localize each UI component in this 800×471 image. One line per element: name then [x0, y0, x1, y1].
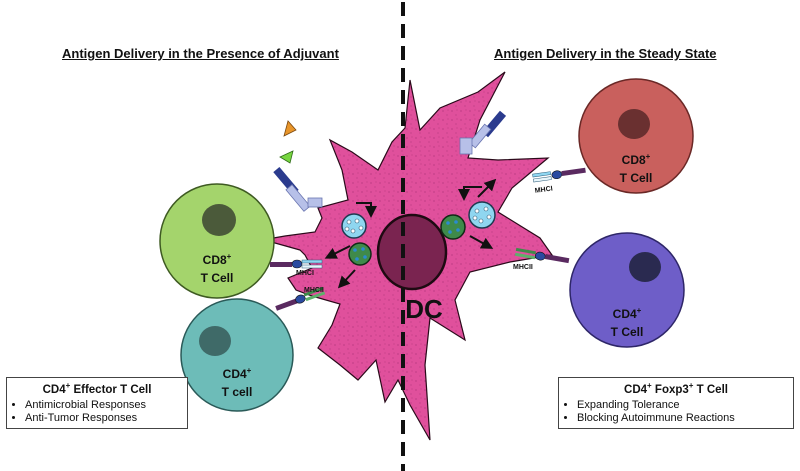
receptor-left [273, 166, 323, 212]
treg-summary-box: CD4+ Foxp3+ T Cell Expanding Tolerance B… [558, 377, 794, 429]
svg-text:T Cell: T Cell [620, 171, 653, 185]
vesicle-green-right [440, 214, 466, 240]
effector-item: Anti-Tumor Responses [25, 412, 181, 424]
vesicle-blue-right [468, 201, 496, 229]
cd4-t-cell-right: CD4+ T Cell [569, 232, 685, 348]
vesicle-green-left [348, 242, 372, 266]
mhcii-label-left: MHCII [304, 287, 324, 294]
arrow-to-mhci-right [477, 178, 497, 198]
svg-text:T cell: T cell [222, 385, 253, 399]
arrow-to-mhcii-left [337, 269, 356, 289]
treg-item: Blocking Autoimmune Reactions [577, 412, 787, 424]
svg-text:MHCI: MHCI [296, 270, 314, 277]
mhci-complex-left: MHCI [270, 259, 323, 277]
mhcii-complex-right [514, 247, 570, 264]
mhci-complex-right: MHCI [532, 167, 586, 195]
cd4-t-cell-left: CD4+ T cell [180, 298, 294, 412]
arrow-to-mhci-left [324, 245, 351, 259]
antigen-orange-triangle [283, 120, 297, 137]
svg-text:CD8+: CD8+ [622, 152, 651, 167]
dc-nucleus [376, 213, 448, 291]
arrow-uptake-right [458, 186, 482, 201]
heading-steady-state: Antigen Delivery in the Steady State [494, 46, 717, 61]
cd8-t-cell-right: CD8+ T Cell [578, 78, 694, 194]
arrow-uptake-left [356, 202, 377, 218]
effector-summary-box: CD4+ Effector T Cell Antimicrobial Respo… [6, 377, 188, 429]
antigen-green-triangle [279, 150, 294, 164]
vesicle-blue-left [341, 213, 367, 239]
svg-text:T Cell: T Cell [201, 271, 234, 285]
effector-box-title: CD4+ Effector T Cell [42, 381, 152, 396]
dc-label: DC [405, 294, 443, 324]
svg-text:CD4+: CD4+ [223, 366, 252, 381]
heading-adjuvant: Antigen Delivery in the Presence of Adju… [62, 46, 339, 61]
treg-box-title: CD4+ Foxp3+ T Cell [624, 381, 728, 396]
cd8-t-cell-left: CD8+ T Cell [159, 183, 275, 299]
svg-text:CD8+: CD8+ [203, 252, 232, 267]
receptor-right [459, 110, 507, 155]
svg-text:T Cell: T Cell [611, 325, 644, 339]
svg-text:MHCI: MHCI [534, 185, 553, 194]
mhcii-label-right: MHCII [513, 264, 533, 271]
arrow-to-mhcii-right [469, 235, 494, 249]
treg-item: Expanding Tolerance [577, 399, 787, 411]
svg-text:CD4+: CD4+ [613, 306, 642, 321]
effector-item: Antimicrobial Responses [25, 399, 181, 411]
mhcii-complex-left [275, 286, 326, 311]
